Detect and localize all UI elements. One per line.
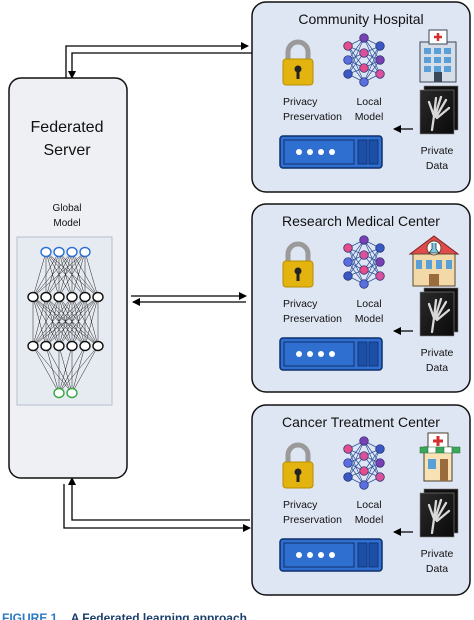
hospital-building-icon bbox=[419, 29, 457, 83]
network-node bbox=[27, 291, 39, 303]
private-data-label-line1: Private bbox=[421, 145, 454, 157]
server-storage-icon bbox=[279, 135, 383, 169]
network-node bbox=[53, 246, 65, 258]
local-model-label-line1: Local bbox=[356, 499, 381, 511]
caption-figure-number: FIGURE 1. bbox=[2, 611, 61, 620]
privacy-label-line2: Preservation bbox=[283, 313, 342, 325]
laboratory-building-icon bbox=[408, 235, 460, 287]
local-model-label-line2: Model bbox=[355, 313, 384, 325]
xray-image-icon bbox=[419, 287, 459, 337]
xray-image-icon bbox=[419, 85, 459, 135]
private-data-label-line1: Private bbox=[421, 548, 454, 560]
center-panel-cancer-treatment-center: Cancer Treatment CenterPrivacyPreservati… bbox=[251, 404, 471, 596]
neural-network-icon bbox=[343, 436, 385, 490]
arrow-from-community-hospital bbox=[68, 52, 252, 79]
local-model-label-line2: Model bbox=[355, 514, 384, 526]
privacy-label-line2: Preservation bbox=[283, 111, 342, 123]
network-node bbox=[66, 340, 78, 352]
network-node bbox=[79, 340, 91, 352]
arrow-from-cancer-center bbox=[68, 477, 250, 521]
server-title-line1: Federated bbox=[31, 119, 104, 136]
local-model-label-line1: Local bbox=[356, 96, 381, 108]
local-model-label-line1: Local bbox=[356, 298, 381, 310]
clinic-building-icon bbox=[419, 432, 461, 482]
network-node bbox=[79, 291, 91, 303]
neural-network-icon bbox=[343, 33, 385, 87]
network-node bbox=[40, 246, 52, 258]
network-node bbox=[53, 387, 65, 399]
network-node bbox=[92, 340, 104, 352]
server-storage-icon bbox=[279, 538, 383, 572]
xray-image-icon bbox=[419, 488, 459, 538]
privacy-label-line1: Privacy bbox=[283, 96, 318, 108]
network-node bbox=[66, 387, 78, 399]
network-node bbox=[40, 340, 52, 352]
lock-icon bbox=[282, 442, 314, 489]
center-title: Community Hospital bbox=[298, 11, 423, 27]
arrow-to-community-hospital bbox=[65, 42, 249, 80]
neural-network-icon bbox=[343, 235, 385, 289]
private-data-label-line2: Data bbox=[426, 362, 448, 374]
federated-server-panel: Federated Server Global Model bbox=[8, 77, 128, 479]
network-node bbox=[66, 246, 78, 258]
lock-icon bbox=[282, 39, 314, 86]
lock-icon bbox=[282, 241, 314, 288]
network-node bbox=[92, 291, 104, 303]
figure-caption: FIGURE 1. A Federated learning approach. bbox=[2, 611, 250, 620]
private-data-label-line2: Data bbox=[426, 160, 448, 172]
network-node bbox=[79, 246, 91, 258]
privacy-label-line1: Privacy bbox=[283, 298, 318, 310]
global-model-label-line1: Global bbox=[53, 203, 82, 214]
arrow-to-cancer-center bbox=[63, 484, 251, 532]
local-model-label-line2: Model bbox=[355, 111, 384, 123]
caption-text: A Federated learning approach. bbox=[70, 611, 251, 620]
network-node bbox=[66, 291, 78, 303]
server-title-line2: Server bbox=[43, 142, 91, 159]
privacy-label-line1: Privacy bbox=[283, 499, 318, 511]
center-panel-research-medical-center: Research Medical CenterPrivacyPreservati… bbox=[251, 203, 471, 393]
private-data-label-line1: Private bbox=[421, 347, 454, 359]
privacy-label-line2: Preservation bbox=[283, 514, 342, 526]
global-model-label-line2: Model bbox=[53, 218, 80, 229]
connection-arrows bbox=[63, 42, 252, 532]
center-title: Cancer Treatment Center bbox=[282, 414, 440, 430]
private-data-label-line2: Data bbox=[426, 563, 448, 575]
network-node bbox=[27, 340, 39, 352]
global-model-network-icon bbox=[27, 246, 104, 399]
center-title: Research Medical Center bbox=[282, 213, 440, 229]
network-node bbox=[53, 340, 65, 352]
server-storage-icon bbox=[279, 337, 383, 371]
network-node bbox=[53, 291, 65, 303]
network-node bbox=[40, 291, 52, 303]
